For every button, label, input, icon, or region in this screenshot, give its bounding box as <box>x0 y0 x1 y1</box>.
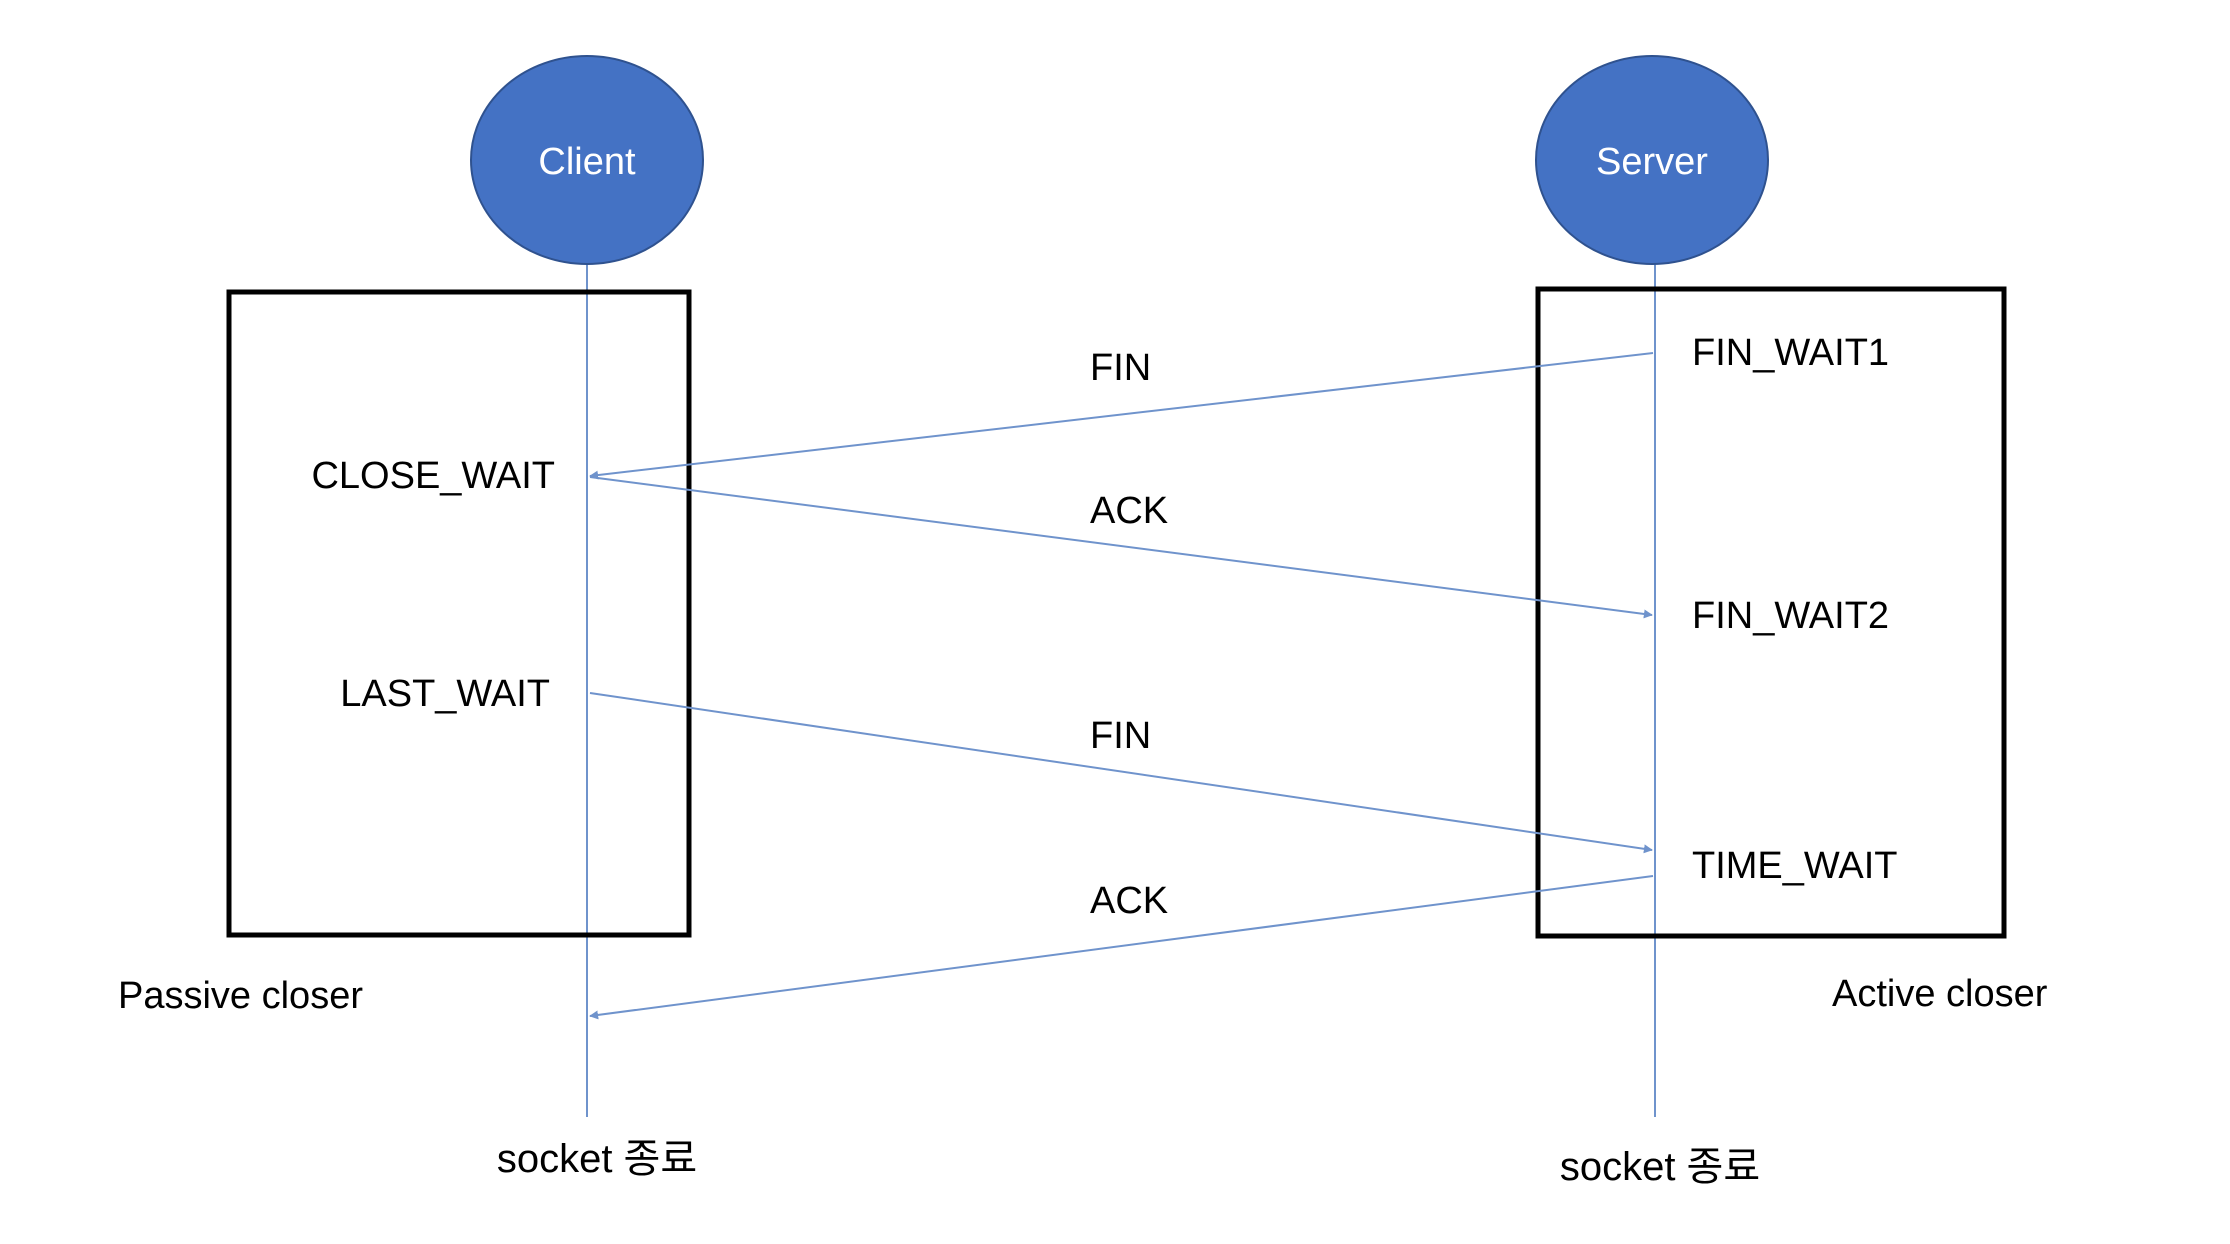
server-socket-end-label: socket 종료 <box>1560 1145 1760 1189</box>
state-time-wait: TIME_WAIT <box>1692 845 1897 887</box>
client-socket-end-label: socket 종료 <box>497 1137 697 1181</box>
server-node-circle <box>1535 55 1769 265</box>
ack-arrow-server-to-client <box>589 875 1654 1020</box>
state-last-wait: LAST_WAIT <box>340 673 550 715</box>
client-node-circle <box>470 55 704 265</box>
ack-arrow-client-to-server <box>589 476 1653 619</box>
server-node: Server <box>1535 55 1769 265</box>
state-close-wait: CLOSE_WAIT <box>311 455 555 497</box>
fin-label-2: FIN <box>1090 715 1151 757</box>
fin-label-1: FIN <box>1090 347 1151 389</box>
client-state-box <box>226 289 692 938</box>
state-fin-wait1: FIN_WAIT1 <box>1692 332 1889 374</box>
server-state-box <box>1535 286 2007 939</box>
client-node-label: Client <box>538 141 636 183</box>
server-node-label: Server <box>1596 141 1708 183</box>
ack-label-2: ACK <box>1090 880 1168 922</box>
active-closer-label: Active closer <box>1832 973 2048 1015</box>
fin-arrow-client-to-server <box>589 692 1653 854</box>
passive-closer-label: Passive closer <box>118 975 363 1017</box>
state-fin-wait2: FIN_WAIT2 <box>1692 595 1889 637</box>
client-node: Client <box>470 55 704 265</box>
ack-label-1: ACK <box>1090 490 1168 532</box>
fin-arrow-server-to-client <box>589 352 1654 480</box>
